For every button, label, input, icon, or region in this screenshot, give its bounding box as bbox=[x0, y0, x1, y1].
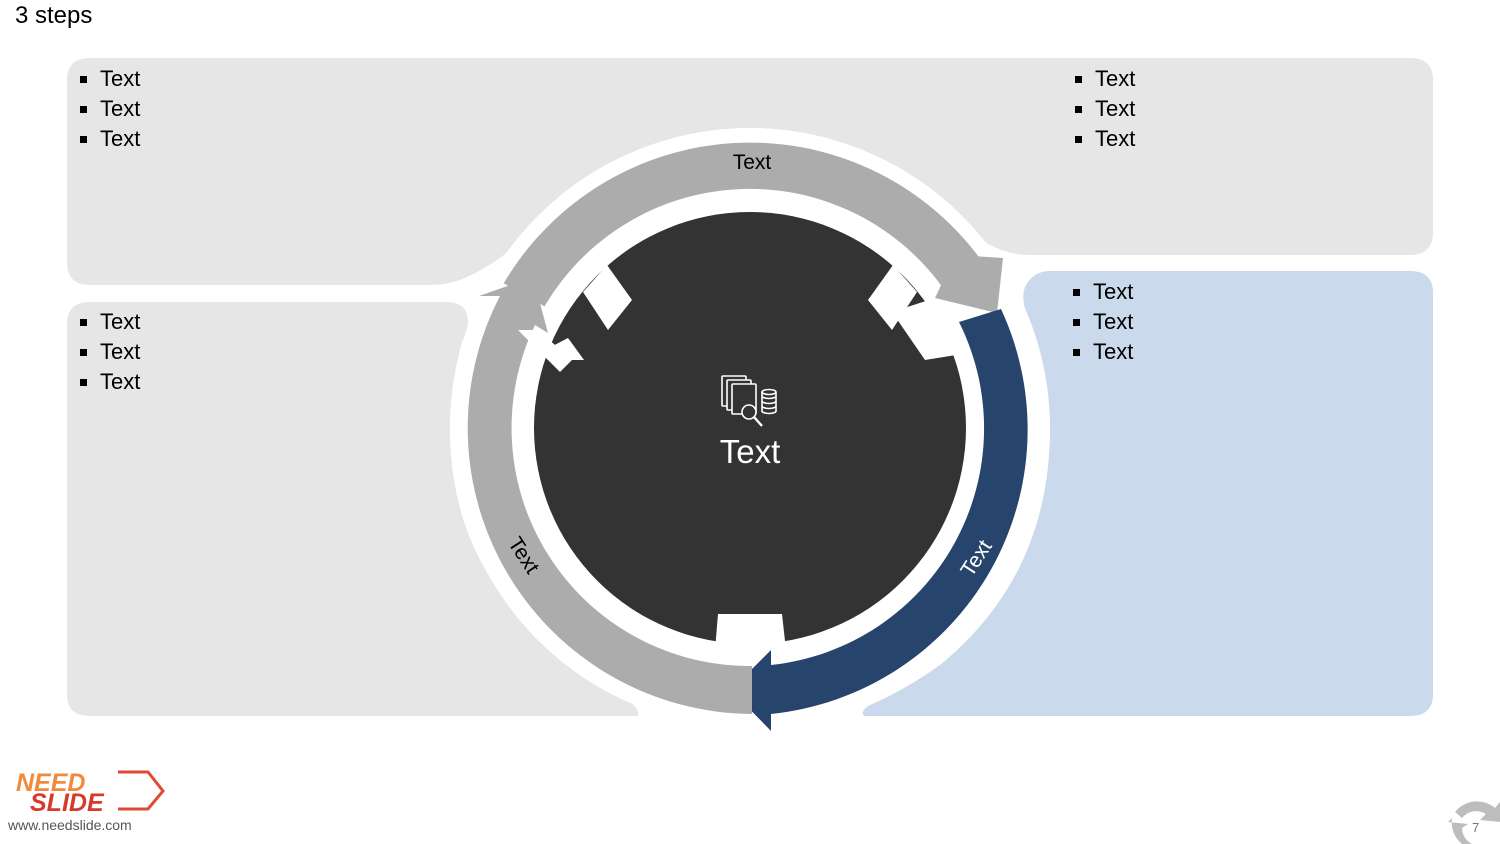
list-item: Text bbox=[78, 307, 140, 337]
center-label: Text bbox=[720, 433, 781, 470]
list-item: Text bbox=[1073, 64, 1135, 94]
arrow-right bbox=[731, 309, 1028, 731]
panel-top-left-list: Text Text Text bbox=[78, 64, 140, 154]
list-item: Text bbox=[78, 124, 140, 154]
footer-url[interactable]: www.needslide.com bbox=[8, 817, 132, 833]
recycle-arrows-icon bbox=[1448, 801, 1500, 844]
panel-top bbox=[67, 58, 1433, 285]
list-item: Text bbox=[78, 337, 140, 367]
needslide-logo: NEED SLIDE bbox=[16, 769, 165, 817]
panel-bottom-right-list: Text Text Text bbox=[1071, 277, 1133, 367]
list-item: Text bbox=[1071, 307, 1133, 337]
arrow-left bbox=[467, 277, 752, 714]
svg-text:SLIDE: SLIDE bbox=[30, 789, 105, 817]
panel-bottom-left-list: Text Text Text bbox=[78, 307, 140, 397]
slide-title: 3 steps bbox=[15, 2, 93, 29]
documents-search-icon bbox=[721, 375, 777, 427]
list-item: Text bbox=[78, 94, 140, 124]
svg-text:NEED: NEED bbox=[16, 769, 85, 797]
page-number: 7 bbox=[1472, 820, 1480, 835]
list-item: Text bbox=[78, 64, 140, 94]
list-item: Text bbox=[1073, 94, 1135, 124]
panel-bottom-left bbox=[67, 302, 639, 716]
list-item: Text bbox=[1073, 124, 1135, 154]
arrow-top bbox=[503, 142, 1003, 313]
arrow-top-label: Text bbox=[733, 151, 772, 174]
panel-top-right-list: Text Text Text bbox=[1073, 64, 1135, 154]
list-item: Text bbox=[1071, 277, 1133, 307]
panel-bottom-right bbox=[862, 271, 1433, 716]
center-circle bbox=[534, 212, 966, 644]
list-item: Text bbox=[1071, 337, 1133, 367]
list-item: Text bbox=[78, 367, 140, 397]
